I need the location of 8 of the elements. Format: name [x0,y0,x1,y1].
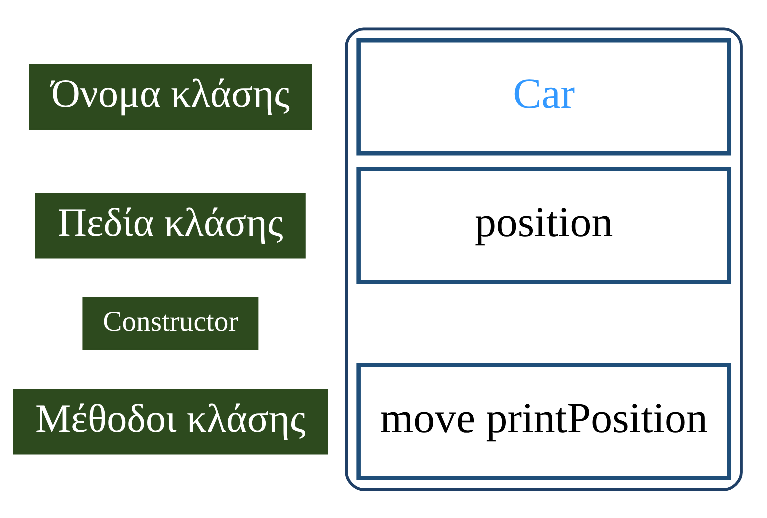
node-box: Car [356,38,732,156]
node-box: position [356,166,732,284]
node-box: move printPosition [356,362,732,480]
node-box: Constructor [82,296,259,350]
node-box: Μέθοδοι κλάσης [13,388,328,454]
cluster [345,27,743,491]
node-box: Πεδία κλάσης [36,192,306,258]
node-box: Όνομα κλάσης [29,64,312,130]
